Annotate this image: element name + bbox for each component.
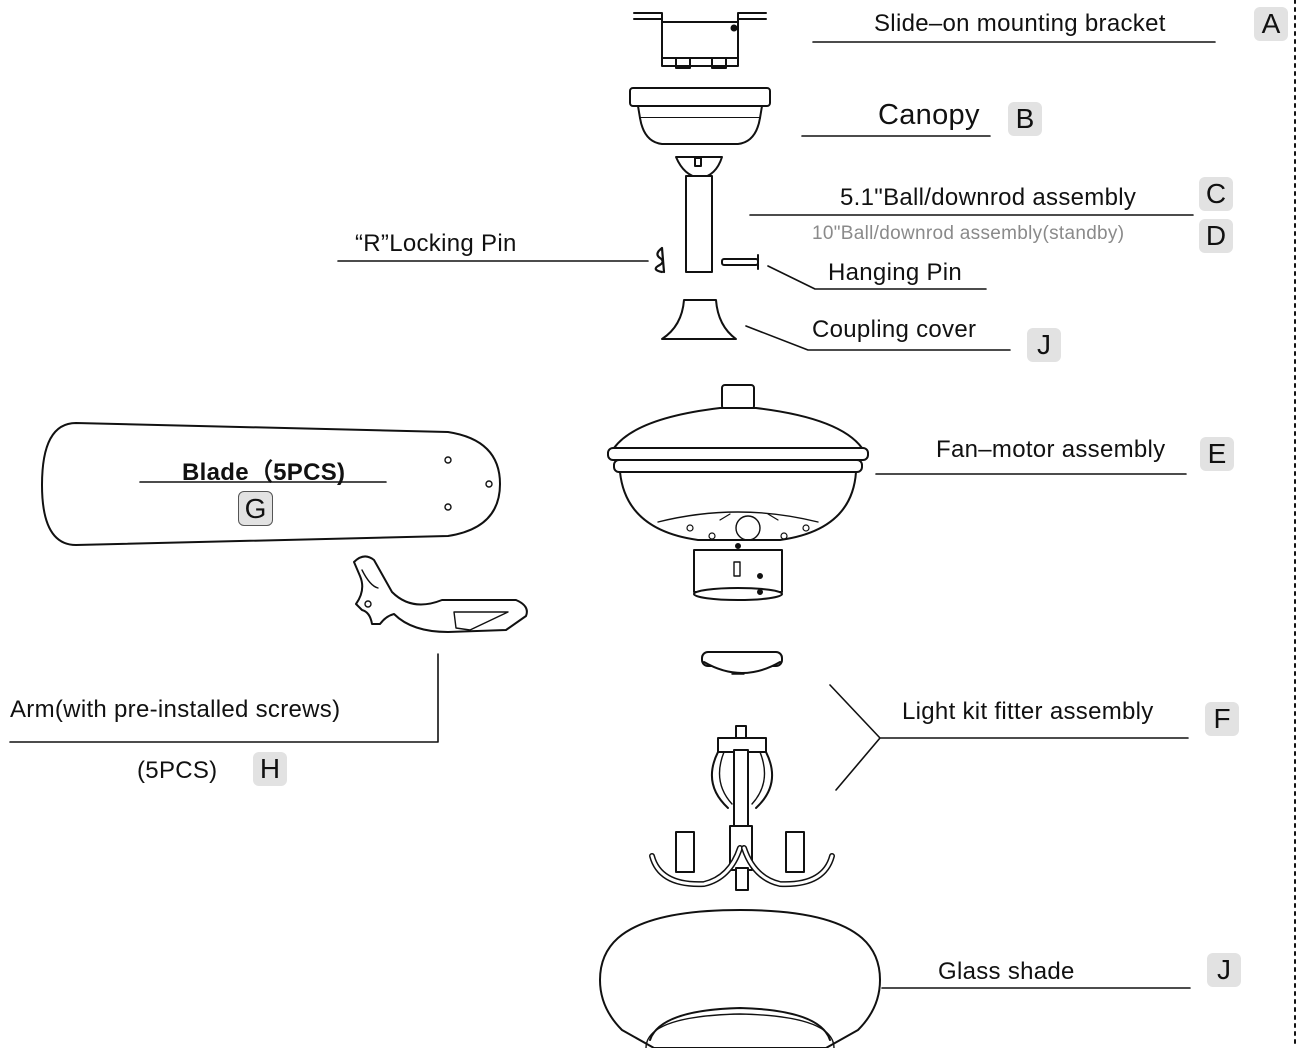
label-downrod-standby: 10"Ball/downrod assembly(standby) — [812, 223, 1125, 244]
letter-badge-h: H — [253, 752, 287, 786]
label-arm: Arm(with pre-installed screws) — [10, 696, 341, 723]
label-arm-quantity: (5PCS) — [137, 757, 218, 784]
letter-badge-g: G — [238, 491, 273, 526]
label-canopy: Canopy — [878, 99, 980, 131]
label-fan-motor: Fan–motor assembly — [936, 436, 1166, 463]
letter-badge-j-glass: J — [1207, 953, 1241, 987]
label-locking-pin: “R”Locking Pin — [355, 230, 517, 257]
letter-badge-e: E — [1200, 437, 1234, 471]
label-coupling-cover: Coupling cover — [812, 316, 977, 343]
downrod-drawing — [675, 156, 723, 273]
label-glass-shade: Glass shade — [938, 958, 1075, 985]
letter-badge-b: B — [1008, 102, 1042, 136]
blade-drawing — [41, 422, 501, 546]
label-blade: Blade（5PCS) — [182, 459, 346, 486]
mounting-bracket-drawing — [633, 12, 767, 69]
letter-badge-d: D — [1199, 219, 1233, 253]
label-mounting-bracket: Slide–on mounting bracket — [874, 10, 1166, 37]
glass-shade-drawing — [599, 909, 881, 1048]
r-locking-pin-drawing — [654, 246, 666, 274]
label-hanging-pin: Hanging Pin — [828, 259, 963, 286]
hanging-pin-drawing — [721, 254, 759, 270]
leader-line-coupling — [745, 325, 1011, 351]
canopy-drawing — [629, 87, 771, 145]
fan-motor-drawing — [607, 384, 869, 601]
letter-badge-f: F — [1205, 702, 1239, 736]
letter-badge-a: A — [1254, 7, 1288, 41]
label-downrod: 5.1"Ball/downrod assembly — [840, 184, 1137, 211]
leader-line-h — [9, 653, 439, 743]
letter-badge-j-coupling: J — [1027, 328, 1061, 362]
letter-badge-c: C — [1199, 177, 1233, 211]
light-kit-drawing — [649, 651, 835, 891]
label-light-kit: Light kit fitter assembly — [902, 698, 1154, 725]
coupling-cover-drawing — [661, 299, 737, 340]
leader-line-f — [829, 684, 1189, 791]
leader-line-hanging-pin — [767, 265, 987, 290]
blade-arm-drawing — [353, 555, 528, 633]
